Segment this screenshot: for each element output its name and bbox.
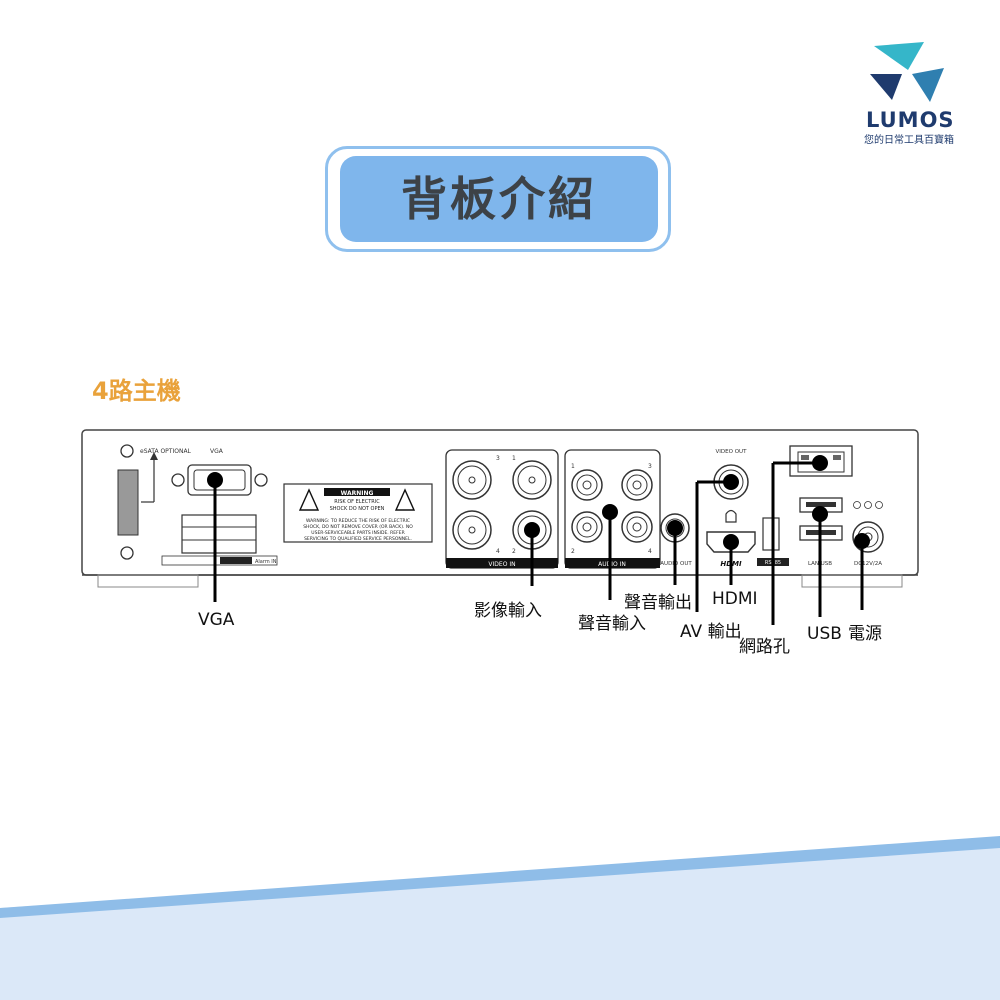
audio-in-label: AUDIO IN bbox=[598, 561, 626, 568]
hdmi-lock-icon bbox=[725, 509, 737, 523]
bottom-wave-stripe bbox=[0, 836, 1000, 918]
callout-hdmi: HDMI bbox=[712, 589, 758, 609]
logo-wordmark: LUMOS bbox=[866, 108, 955, 132]
port-number: 2 bbox=[571, 548, 575, 555]
callout-audio-out: 聲音輸出 bbox=[624, 593, 692, 613]
callout-vga: VGA bbox=[198, 610, 235, 630]
callout-av-out: AV 輸出 bbox=[680, 622, 742, 642]
port-number: 3 bbox=[648, 463, 652, 470]
bottom-wave-light bbox=[0, 842, 1000, 1000]
dc-label: DC12V/2A bbox=[854, 561, 882, 567]
vga-panel-label: VGA bbox=[210, 448, 224, 455]
warning-title: WARNING bbox=[341, 490, 374, 497]
alarm-label: Alarm IN bbox=[255, 559, 277, 565]
callout-dot bbox=[524, 522, 540, 538]
port-number: 1 bbox=[571, 463, 575, 470]
port-number: 4 bbox=[496, 548, 500, 555]
video-in-label: VIDEO IN bbox=[488, 561, 515, 568]
warning-sub1: RISK OF ELECTRIC bbox=[334, 499, 380, 505]
logo-tagline: 您的日常工具百寶箱 bbox=[864, 135, 954, 146]
callout-dot bbox=[812, 506, 828, 522]
callout-dot bbox=[207, 472, 223, 488]
callout-dot bbox=[854, 533, 870, 549]
page-title: 背板介紹 bbox=[401, 172, 597, 226]
screw-icon bbox=[120, 444, 134, 458]
port-number: 3 bbox=[496, 455, 500, 462]
warning-line: SERVICING TO QUALIFIED SERVICE PERSONNEL… bbox=[304, 536, 412, 542]
esata-label: eSATA OPTIONAL bbox=[140, 448, 192, 455]
alarm-strip bbox=[161, 555, 278, 566]
chassis-foot-right bbox=[801, 574, 903, 588]
esata-port bbox=[117, 469, 139, 536]
callout-audio-in: 聲音輸入 bbox=[578, 614, 646, 634]
callout-dot bbox=[723, 534, 739, 550]
video-in-panel bbox=[445, 449, 559, 569]
port-number: 2 bbox=[512, 548, 516, 555]
warning-line: USER-SERVICEABLE PARTS INSIDE. REFER bbox=[311, 530, 404, 536]
port-number: 1 bbox=[512, 455, 516, 462]
section-label: 4路主機 bbox=[92, 377, 181, 405]
terminal-block bbox=[181, 514, 257, 554]
warning-line: WARNING: TO REDUCE THE RISK OF ELECTRIC bbox=[306, 518, 410, 524]
callout-usb: USB bbox=[807, 624, 842, 644]
shock-warning-icon bbox=[298, 488, 320, 511]
port-number: 4 bbox=[648, 548, 652, 555]
screw-icon bbox=[120, 546, 134, 560]
callout-dot bbox=[723, 474, 739, 490]
video-out-label: VIDEO OUT bbox=[716, 449, 748, 455]
callout-dot bbox=[602, 504, 618, 520]
arrow-up-icon bbox=[150, 452, 158, 460]
callout-power: 電源 bbox=[848, 624, 882, 644]
dc-polarity-icon bbox=[853, 501, 883, 509]
warning-line: SHOCK, DO NOT REMOVE COVER (OR BACK). NO bbox=[303, 524, 413, 530]
callout-dot bbox=[667, 520, 683, 536]
rs485-port bbox=[762, 517, 780, 551]
title-box bbox=[340, 156, 658, 242]
lumos-logo-icon bbox=[870, 42, 944, 102]
warning-sub2: SHOCK DO NOT OPEN bbox=[330, 506, 385, 512]
rca-connector bbox=[571, 469, 653, 543]
callout-network: 網路孔 bbox=[739, 637, 790, 657]
chassis-foot-left bbox=[97, 574, 199, 588]
callout-dot bbox=[812, 455, 828, 471]
callout-video-in: 影像輸入 bbox=[474, 601, 542, 621]
